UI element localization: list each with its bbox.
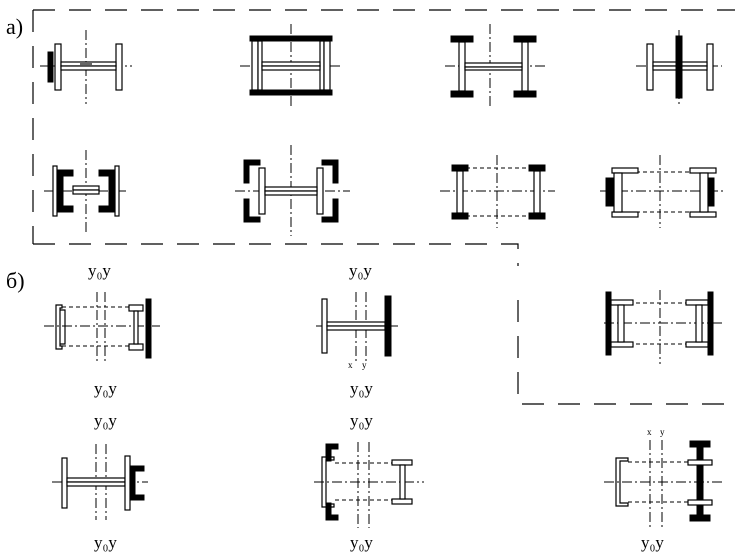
axis-label: y₀y <box>350 379 373 398</box>
section-b2 <box>316 292 398 362</box>
section-a2 <box>240 24 342 108</box>
group-a-label: а) <box>6 14 24 39</box>
section-a8 <box>600 155 724 228</box>
section-a5 <box>44 150 128 234</box>
axis-label: y₀y <box>94 379 117 398</box>
section-b5 <box>314 442 424 528</box>
axis-label: y₀y <box>94 533 117 552</box>
section-a4 <box>636 30 722 104</box>
section-a1 <box>40 30 132 104</box>
small-axis-x: x <box>647 427 652 437</box>
small-axis-x: x <box>348 360 353 370</box>
section-a7 <box>440 155 555 228</box>
section-b1 <box>44 292 160 364</box>
section-b4 <box>52 444 148 520</box>
small-axis-y: y <box>660 427 665 437</box>
axis-label: y₀y <box>350 533 373 552</box>
axis-label: y₀y <box>349 261 372 280</box>
small-axis-y: y <box>362 360 367 370</box>
group-b-label: б) <box>6 268 25 293</box>
axis-label: y₀y <box>350 411 373 430</box>
axis-label: y₀y <box>641 533 664 552</box>
section-a3 <box>445 24 545 108</box>
section-b6 <box>604 440 724 530</box>
axis-label: y₀y <box>94 411 117 430</box>
section-a6 <box>235 145 350 236</box>
axis-label: y₀y <box>88 261 111 280</box>
section-b3 <box>604 290 724 364</box>
group-a-frame <box>32 9 735 266</box>
